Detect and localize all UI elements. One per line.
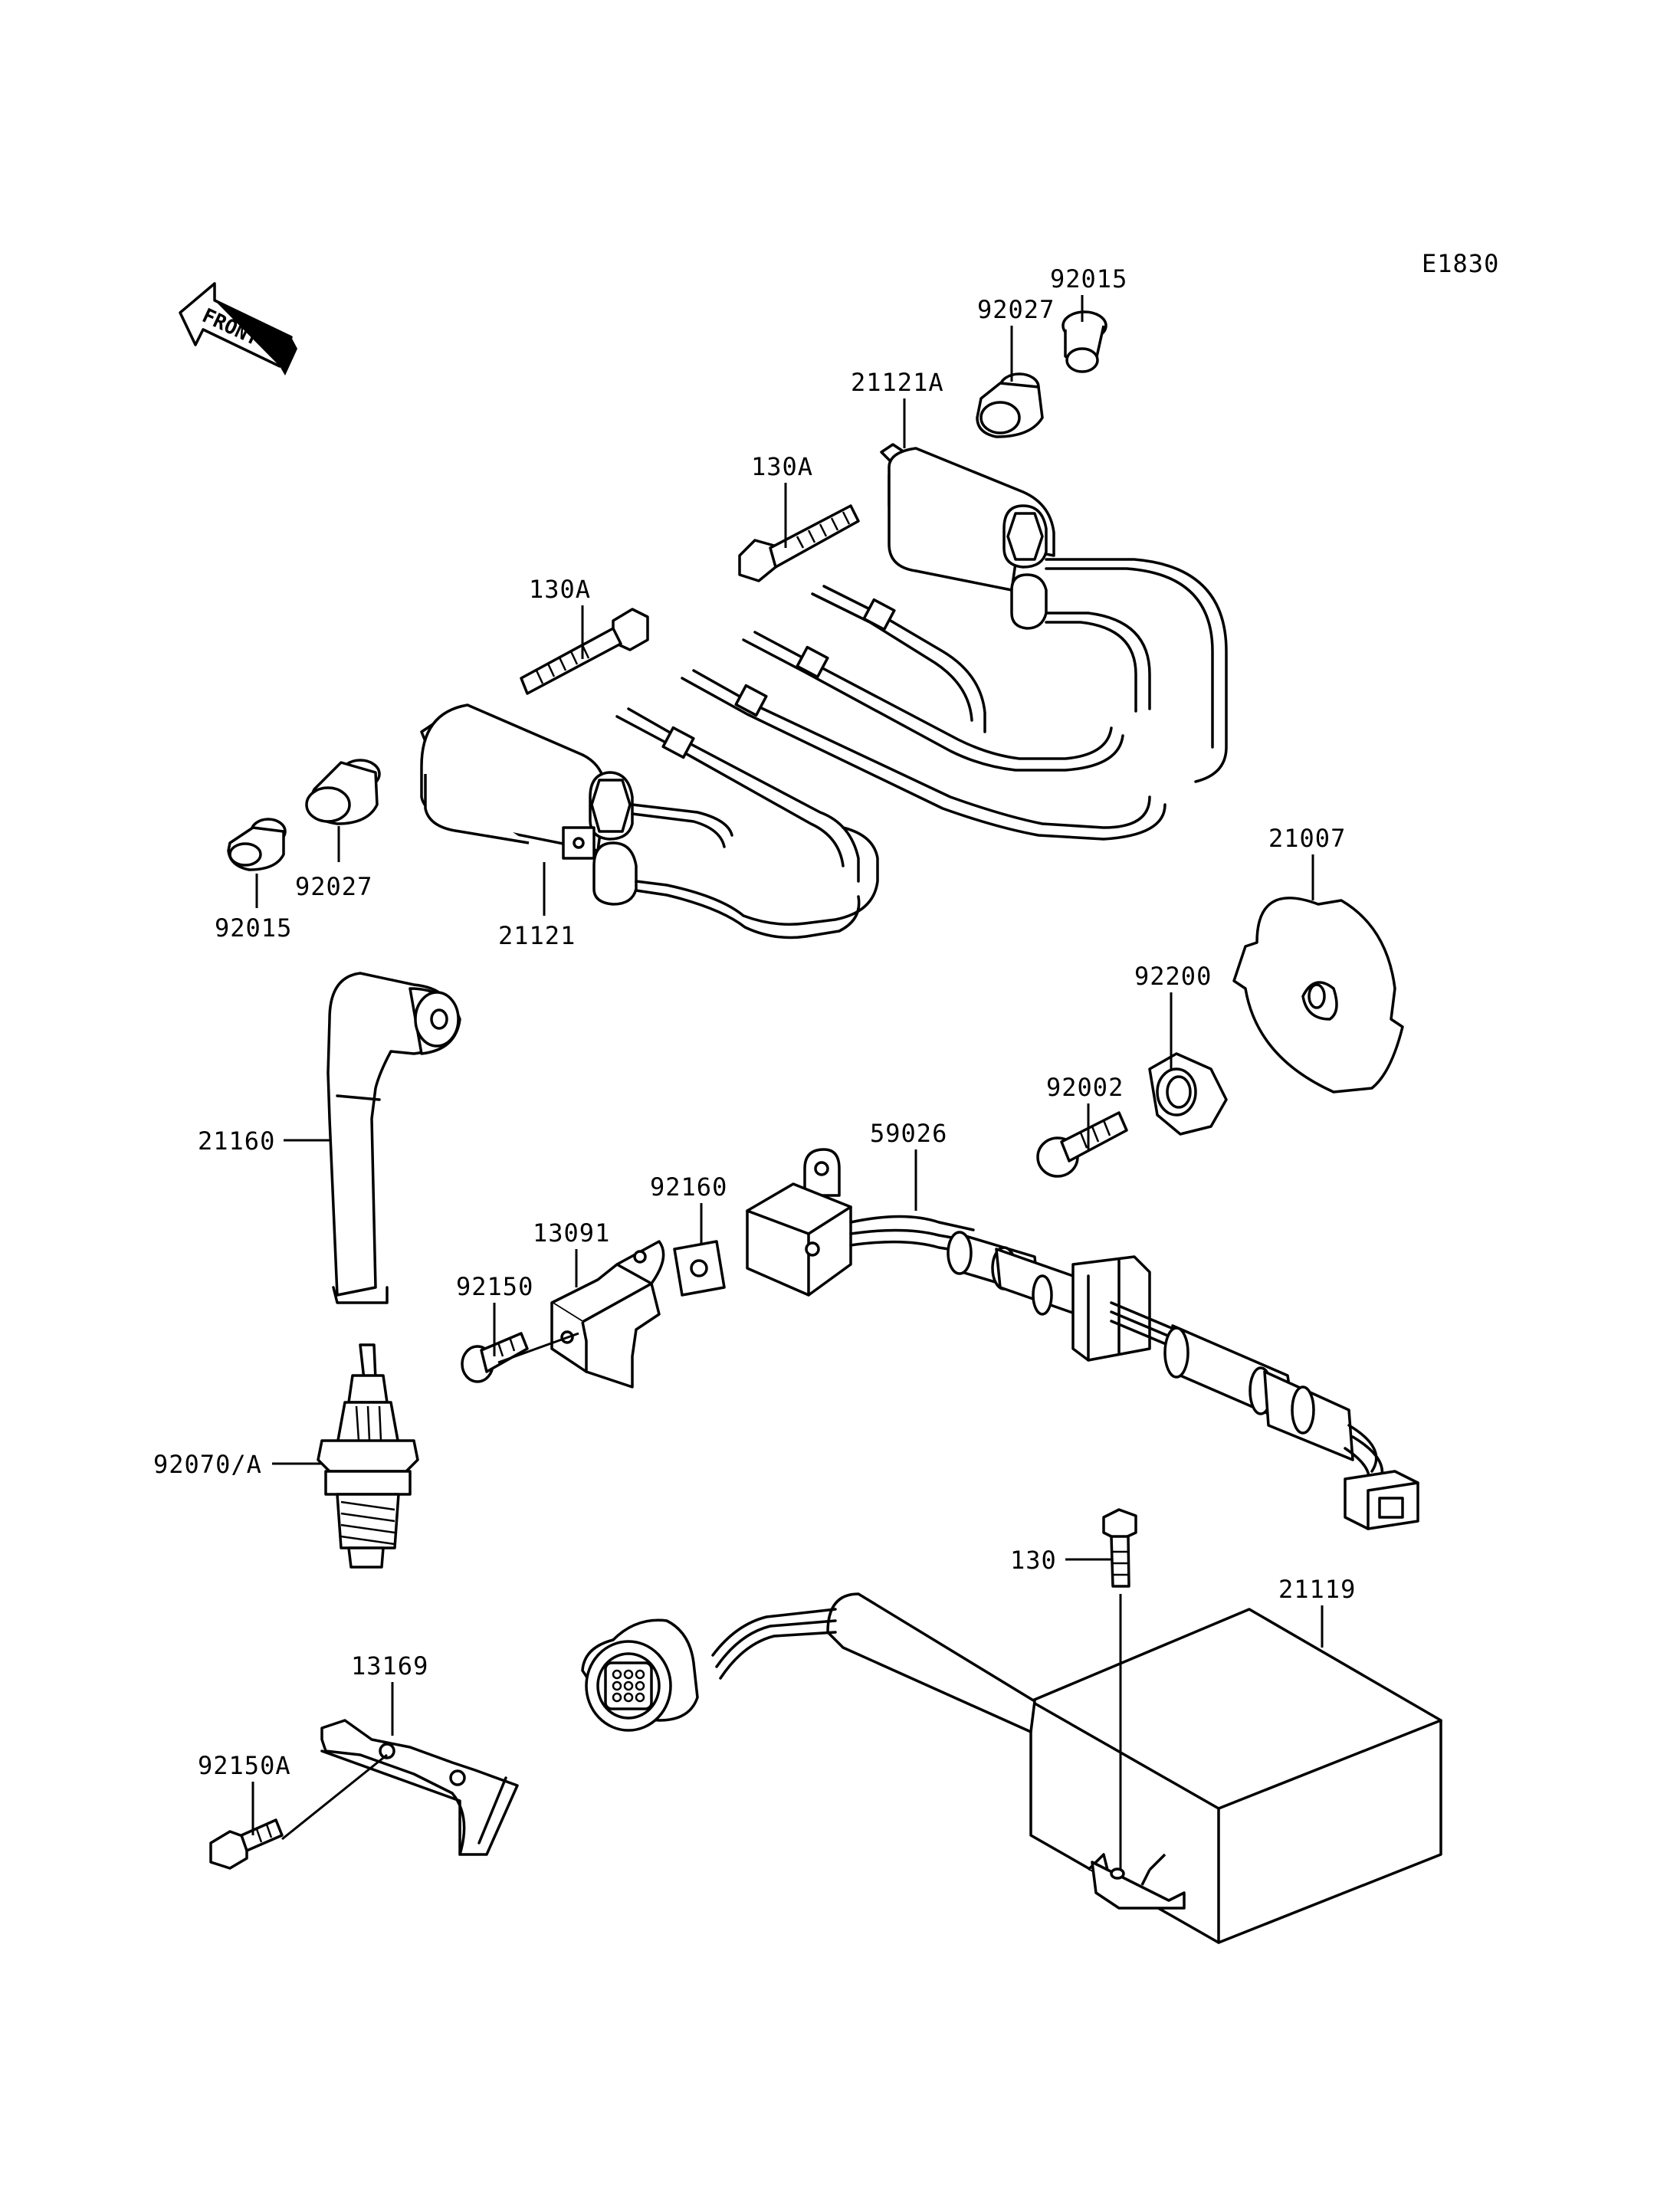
label-130a-top: 130A bbox=[751, 452, 813, 481]
label-92027-left: 92027 bbox=[295, 872, 372, 901]
bolt-92150a bbox=[209, 1818, 284, 1870]
bushing-92015-left bbox=[227, 818, 287, 871]
label-92002: 92002 bbox=[1046, 1073, 1124, 1102]
ignition-coil-rear bbox=[420, 703, 879, 939]
label-92200: 92200 bbox=[1134, 962, 1212, 991]
label-21121a: 21121A bbox=[851, 368, 944, 397]
leader-lines bbox=[251, 295, 1324, 1870]
bolt-130a-mid bbox=[520, 608, 649, 695]
bolt-130 bbox=[1102, 1508, 1137, 1588]
pickup-coil-59026 bbox=[746, 1148, 1419, 1530]
label-92150: 92150 bbox=[456, 1272, 533, 1301]
bolt-130a-top bbox=[738, 504, 860, 582]
label-13091: 13091 bbox=[533, 1218, 610, 1248]
diagram-code: E1830 bbox=[1422, 249, 1499, 278]
label-21121: 21121 bbox=[498, 921, 576, 950]
label-21160: 21160 bbox=[198, 1126, 275, 1156]
screw-92002 bbox=[1036, 1111, 1128, 1178]
ignition-coil-front bbox=[880, 443, 1228, 783]
nut-92200 bbox=[1148, 1052, 1228, 1136]
label-59026: 59026 bbox=[870, 1119, 947, 1148]
label-92027-top: 92027 bbox=[977, 295, 1055, 324]
plug-cap-21160 bbox=[326, 972, 461, 1304]
spark-plug-92070 bbox=[317, 1343, 419, 1569]
bracket-13169 bbox=[320, 1719, 519, 1856]
igniter-21119 bbox=[581, 1592, 1442, 1944]
timing-plate-21007 bbox=[1232, 897, 1404, 1094]
screw-92150 bbox=[461, 1332, 529, 1383]
bushing-92027-top bbox=[976, 372, 1044, 438]
label-92015-left: 92015 bbox=[215, 913, 292, 943]
label-13169: 13169 bbox=[351, 1651, 428, 1681]
plug-leads bbox=[615, 585, 1166, 883]
label-21007: 21007 bbox=[1268, 824, 1346, 853]
label-92150a: 92150A bbox=[198, 1751, 291, 1780]
bracket-13091 bbox=[550, 1240, 665, 1389]
bushing-92015-top bbox=[1061, 310, 1107, 373]
label-92070a: 92070/A bbox=[153, 1450, 262, 1479]
bushing-92027-left bbox=[305, 759, 381, 825]
plate-92160 bbox=[673, 1240, 726, 1297]
front-arrow-icon: FRONT bbox=[179, 282, 297, 375]
label-130a-mid: 130A bbox=[529, 575, 591, 604]
label-21119: 21119 bbox=[1278, 1575, 1356, 1604]
label-130: 130 bbox=[1010, 1546, 1057, 1575]
label-92160: 92160 bbox=[650, 1172, 727, 1202]
label-92015-top: 92015 bbox=[1050, 264, 1127, 293]
